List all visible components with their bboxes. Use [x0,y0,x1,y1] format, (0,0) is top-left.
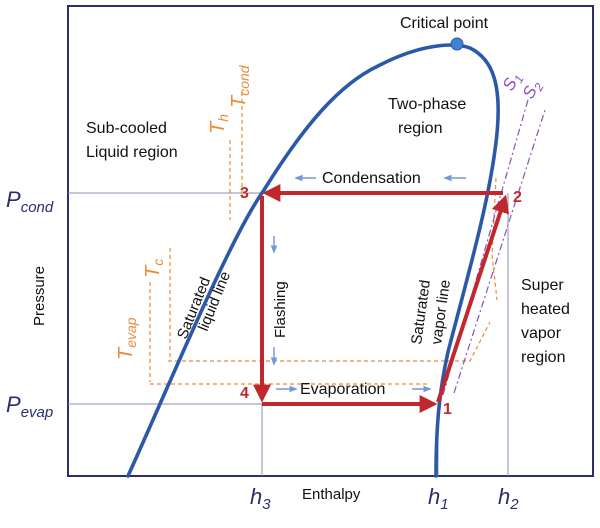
enthalpy-axis-label: Enthalpy [302,486,361,503]
superheated-label-line1: Super [521,277,564,294]
state-point-4: 4 [240,385,249,402]
superheated-label-line2: heated [521,301,570,318]
subcooled-label-line1: Sub-cooled [86,120,167,137]
superheated-label-line3: vapor [521,325,562,342]
superheated-label-line4: region [521,349,565,366]
critical-point-label: Critical point [400,15,489,32]
p-evap-symbol: Pevap [6,392,53,421]
h2-symbol: h2 [498,484,519,513]
evaporation-label: Evaporation [300,381,385,398]
th-symbol: Th [207,114,231,134]
two-phase-label-line1: Two-phase [388,96,466,113]
isentrope-s2 [453,109,546,394]
h1-symbol: h1 [428,484,449,513]
state-point-2: 2 [513,189,522,206]
compression-path [436,194,510,403]
flashing-label: Flashing [272,281,289,338]
state-point-3: 3 [240,185,249,202]
critical-point-marker [450,37,464,51]
tc-symbol: Tc [142,259,166,278]
condensation-label: Condensation [322,170,421,187]
subcooled-label-line2: Liquid region [86,144,178,161]
tcond-symbol: Tcond [228,64,252,108]
refrigeration-cycle [253,184,510,413]
isotherm-tc-horizontal [168,321,491,362]
pressure-axis-label: Pressure [31,266,48,326]
two-phase-label-line2: region [398,120,442,137]
process-hint-arrows [270,174,466,393]
saturation-dome [126,43,500,478]
isotherm-tcond-superheat [491,177,498,301]
tevap-symbol: Tevap [115,317,139,360]
plot-frame [67,5,594,477]
p-cond-symbol: Pcond [6,187,54,216]
h3-symbol: h3 [250,484,271,513]
isotherm-lines [149,92,498,385]
state-point-1: 1 [443,401,452,418]
